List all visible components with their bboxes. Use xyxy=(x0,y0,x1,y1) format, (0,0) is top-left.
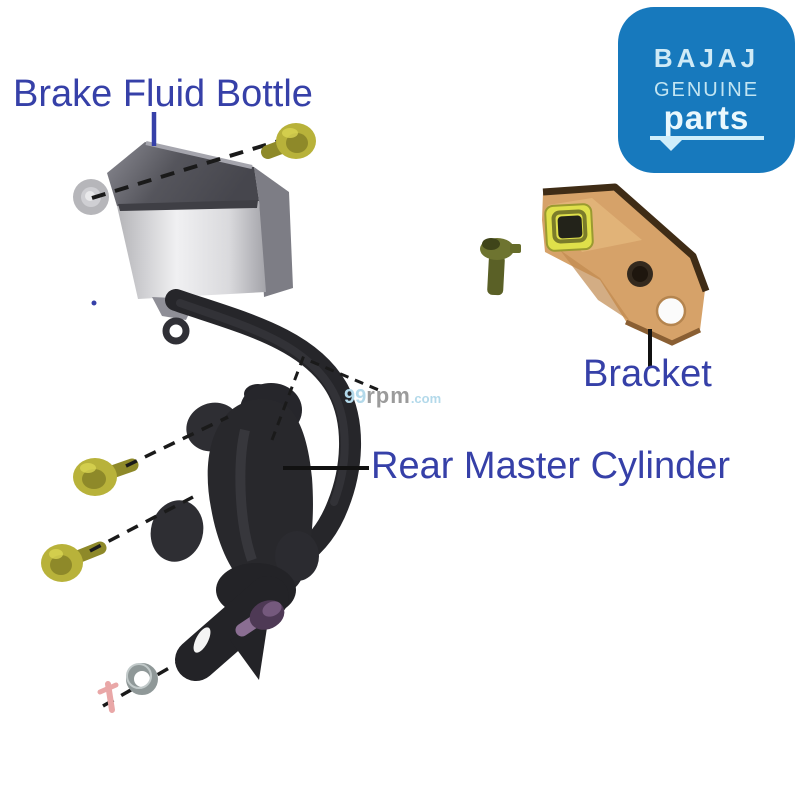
watermark: 99rpm.com xyxy=(344,383,441,409)
bolt-glint xyxy=(49,549,63,559)
bracket-illustration xyxy=(542,183,710,346)
bracket-hole-open xyxy=(655,295,687,327)
clevis-slot xyxy=(193,627,211,653)
bolt-shaft xyxy=(487,254,505,296)
bolt-glint xyxy=(282,128,298,138)
watermark-name: rpm xyxy=(366,383,411,408)
mounting-bolt-upper xyxy=(73,458,139,496)
bolt-head-stub xyxy=(510,244,521,253)
bolt-head-center xyxy=(286,133,308,153)
pivot-bolt-purple xyxy=(235,600,285,637)
washer-highlight xyxy=(126,663,152,689)
label-rear-master-cylinder: Rear Master Cylinder xyxy=(371,445,730,487)
brand-name: BAJAJ xyxy=(653,43,760,73)
bolt-head-center xyxy=(50,555,72,575)
mounting-ear-bottom xyxy=(150,500,204,562)
bracket-bolt xyxy=(480,238,521,296)
watermark-number: 99 xyxy=(344,386,367,408)
label-bracket: Bracket xyxy=(583,353,712,395)
bracket-hole-dark-center xyxy=(632,266,648,282)
assembly-guide-line-bottle xyxy=(91,138,283,200)
bajaj-genuine-parts-badge: BAJAJ GENUINE parts xyxy=(618,7,795,173)
assembly-guide-line-hose xyxy=(270,356,382,441)
reservoir-hose xyxy=(165,289,361,567)
bolt-glint xyxy=(80,463,96,473)
bracket-bottom-edge xyxy=(624,319,702,346)
bracket-shading xyxy=(560,250,630,321)
bracket-pad xyxy=(544,203,594,252)
pad-ring xyxy=(551,209,588,244)
badge-genuine-text: GENUINE xyxy=(653,79,760,101)
cotter-pin xyxy=(97,681,119,713)
hose-union xyxy=(275,531,319,581)
hose-sheen xyxy=(176,299,349,506)
assembly-guide-line-upper-bolt xyxy=(125,415,229,468)
bottle-body xyxy=(117,201,266,299)
pin-head xyxy=(97,682,119,695)
bracket-dark-edge xyxy=(542,183,710,293)
grommet-washer xyxy=(73,179,109,215)
washer-ring xyxy=(126,663,158,695)
label-brake-fluid-bottle: Brake Fluid Bottle xyxy=(13,73,313,115)
badge-underline xyxy=(649,136,764,151)
purple-bolt-highlight xyxy=(262,601,282,617)
cap-underside xyxy=(118,200,258,211)
bolt-head-shadow xyxy=(482,238,500,250)
bottle-outlet-eyelet xyxy=(162,317,190,345)
blue-speck xyxy=(91,300,97,306)
pad-center-hole xyxy=(557,215,583,239)
bottle-bolt xyxy=(261,123,316,159)
badge-parts-text: parts xyxy=(663,99,750,136)
arrow-down-icon xyxy=(659,140,682,151)
watermark-tld: .com xyxy=(410,391,442,406)
bolt-head-center xyxy=(82,469,106,489)
bottle-cap xyxy=(107,142,259,206)
cap-highlight xyxy=(145,141,253,169)
body-highlight xyxy=(235,428,257,562)
rear-master-cylinder-illustration xyxy=(150,383,319,681)
